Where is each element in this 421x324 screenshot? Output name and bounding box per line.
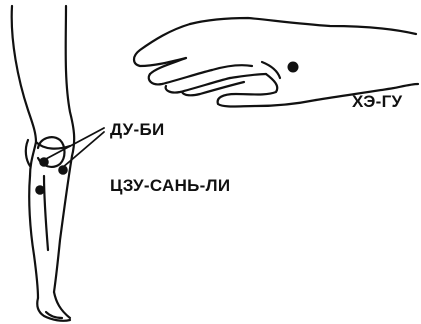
czu-san-li-label: ЦЗУ-САНЬ-ЛИ <box>110 176 230 196</box>
du-bi-point-icon <box>39 157 49 167</box>
he-gu-label: ХЭ-ГУ <box>352 92 402 112</box>
du-bi-point-icon <box>58 165 68 175</box>
he-gu-point-icon <box>288 62 299 73</box>
du-bi-label: ДУ-БИ <box>110 120 165 140</box>
czu-san-li-point-icon <box>35 185 45 195</box>
